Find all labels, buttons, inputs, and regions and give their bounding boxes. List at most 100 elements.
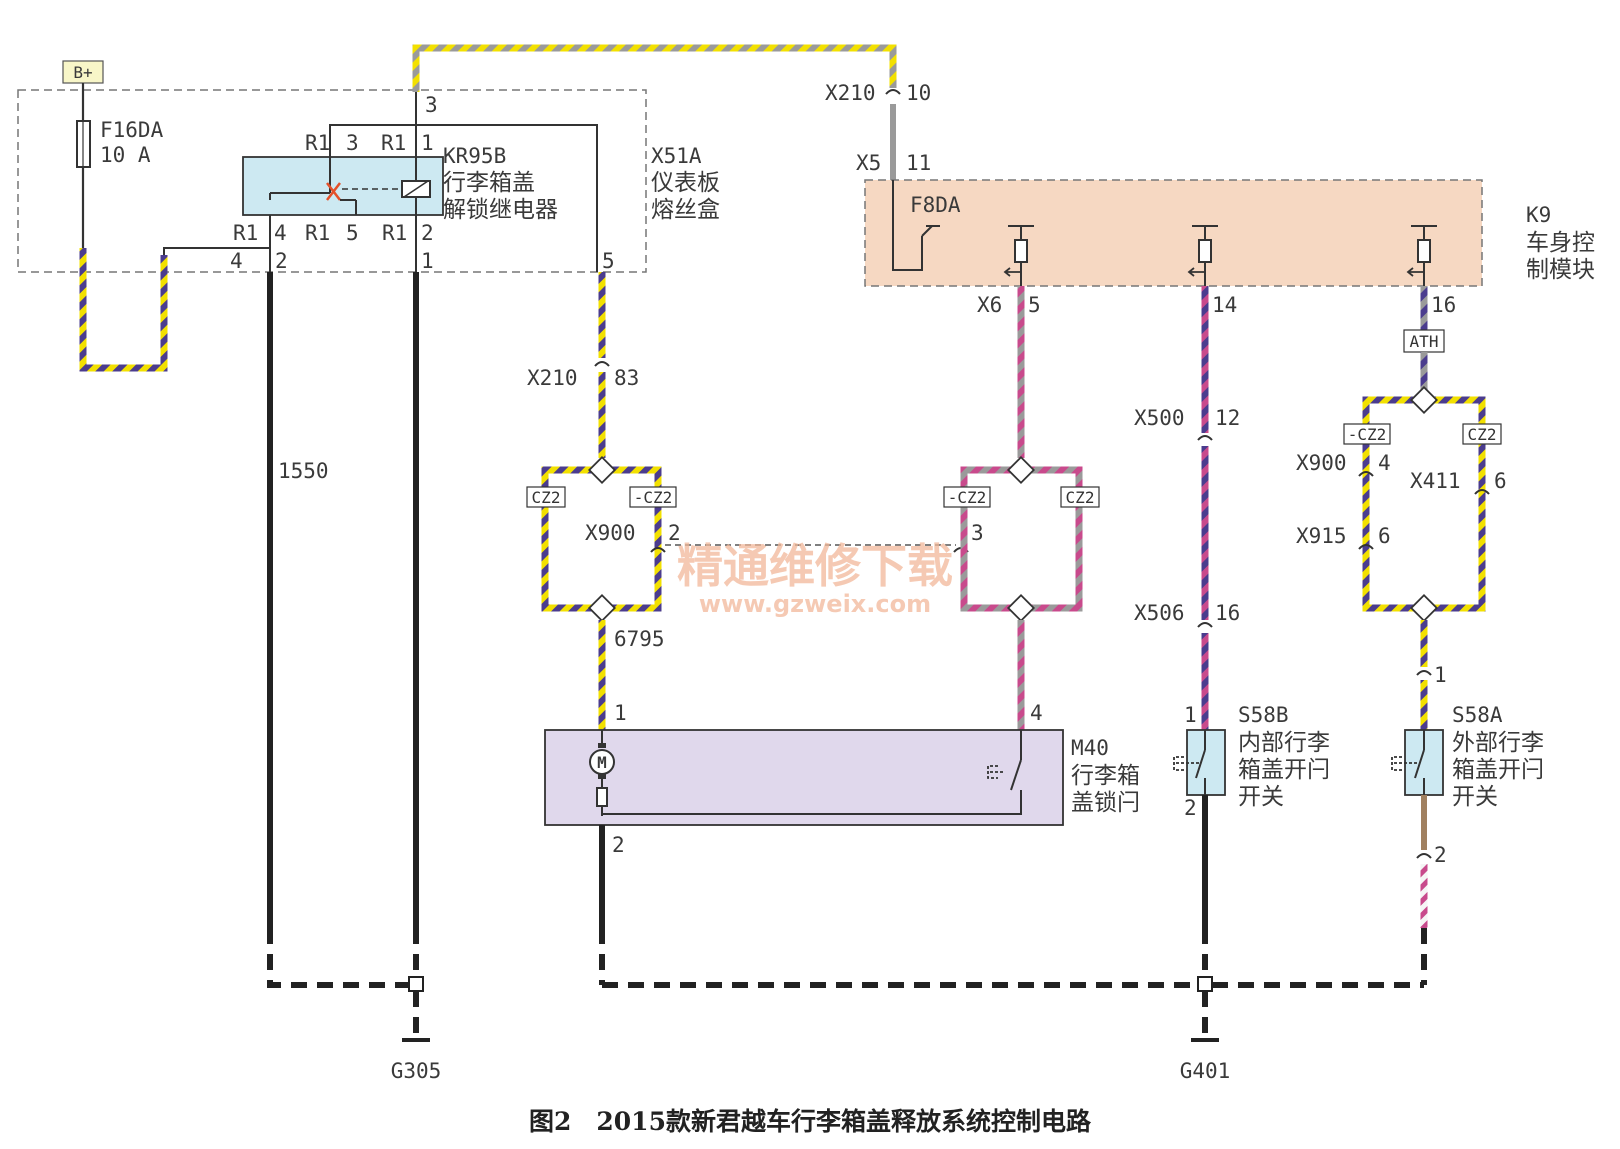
inner-trunk-switch-s58b — [1173, 729, 1226, 796]
relay-pin-3: 3 — [346, 131, 359, 155]
svg-text:-CZ2: -CZ2 — [948, 488, 987, 507]
wire-loop-left — [79, 247, 270, 372]
conn-x900-left: X900 — [585, 521, 636, 545]
circuit-6795: 6795 — [614, 627, 665, 651]
relay-pin-r1-5a: R1 — [305, 221, 330, 245]
fuse-block-id: X51A — [651, 144, 702, 168]
conn-x915: X915 — [1296, 524, 1347, 548]
motor-pin-1: 1 — [614, 701, 627, 725]
conn-x900-left-pin: 2 — [668, 521, 681, 545]
watermark-text: 精通维修下载 — [677, 539, 953, 593]
ground-splice-g401 — [599, 928, 1427, 1042]
conn-x900-r: X900 — [1296, 451, 1347, 475]
fuse-block-name-line1: 仪表板 — [651, 170, 720, 196]
fuse-rating: 10 A — [100, 143, 151, 167]
box-pin-2: 2 — [275, 249, 288, 273]
relay-pin-5: 5 — [346, 221, 359, 245]
bcm-name-line1: 车身控 — [1526, 230, 1595, 256]
conn-x900-right-pin: 3 — [971, 521, 984, 545]
tag-ath: ATH — [1403, 329, 1445, 353]
tag-neg-cz2-s58a: -CZ2 — [1343, 423, 1391, 445]
relay-kr95b — [242, 156, 444, 216]
bcm-conn-x5: X5 — [856, 151, 881, 175]
conn-x500-pin: 12 — [1215, 406, 1240, 430]
conn-x411-pin: 6 — [1494, 469, 1507, 493]
wire-x210-top — [412, 44, 897, 92]
box-pin-5: 5 — [602, 249, 615, 273]
conn-x506-pin: 16 — [1215, 601, 1240, 625]
tag-cz2-right: CZ2 — [1060, 486, 1100, 508]
bcm-name-line2: 制模块 — [1526, 257, 1595, 283]
box-pin-4: 4 — [230, 249, 243, 273]
bcm-driver-16 — [1406, 225, 1437, 286]
box-pin-3: 3 — [425, 93, 438, 117]
battery-positive-tag: B+ — [62, 60, 104, 84]
conn-x210-top: X210 — [825, 81, 876, 105]
s58b-pin-1: 1 — [1184, 703, 1197, 727]
conn-x900-r-pin: 4 — [1378, 451, 1391, 475]
option-loop-left — [541, 455, 662, 623]
conn-x500: X500 — [1134, 406, 1185, 430]
svg-text:M: M — [597, 753, 607, 772]
fuse-block-x51a — [17, 89, 647, 273]
motor-name-line2: 盖锁闩 — [1071, 790, 1140, 816]
conn-x210-mid-pin: 83 — [614, 366, 639, 390]
fuse-block-name-line2: 熔丝盒 — [651, 197, 720, 223]
bcm-id: K9 — [1526, 203, 1551, 227]
box-pin-1: 1 — [421, 249, 434, 273]
conn-x210-mid: X210 — [527, 366, 578, 390]
svg-text:CZ2: CZ2 — [1066, 488, 1095, 507]
relay-pin-1: 1 — [421, 131, 434, 155]
relay-pin-r1-1a: R1 — [381, 131, 406, 155]
conn-x915-pin: 6 — [1378, 524, 1391, 548]
bcm-pin-14: 14 — [1212, 293, 1237, 317]
fuse-f16da — [76, 120, 91, 168]
s58a-name-line1: 外部行李 — [1452, 730, 1544, 756]
svg-text:-CZ2: -CZ2 — [634, 488, 673, 507]
bcm-pin-11: 11 — [906, 151, 931, 175]
motor-id: M40 — [1071, 736, 1109, 760]
bcm-pin-5: 5 — [1028, 293, 1041, 317]
bcm-pin-16: 16 — [1431, 293, 1456, 317]
option-loop-right — [960, 455, 1083, 623]
relay-pin-r1-3a: R1 — [305, 131, 330, 155]
relay-id: KR95B — [443, 144, 506, 168]
watermark-url: www.gzweix.com — [699, 590, 931, 618]
bcm-conn-x6: X6 — [977, 293, 1002, 317]
conn-x210-top-pin: 10 — [906, 81, 931, 105]
s58b-name-line2: 箱盖开闩 — [1238, 757, 1330, 783]
tag-neg-cz2-right: -CZ2 — [943, 486, 991, 508]
s58b-name-line1: 内部行李 — [1238, 730, 1330, 756]
tag-neg-cz2-left: -CZ2 — [629, 486, 677, 508]
bcm-fuse-f8da: F8DA — [910, 193, 961, 217]
conn-x411: X411 — [1410, 469, 1461, 493]
relay-name-line2: 解锁继电器 — [443, 197, 558, 223]
s58b-pin-2: 2 — [1184, 796, 1197, 820]
ground-g305: G305 — [391, 1059, 442, 1083]
motor-pin-2: 2 — [612, 833, 625, 857]
tag-cz2-s58a: CZ2 — [1462, 423, 1502, 445]
bcm-driver-14 — [1187, 225, 1218, 286]
s58a-pin-2: 2 — [1434, 843, 1447, 867]
svg-text:CZ2: CZ2 — [532, 488, 561, 507]
trunk-lid-latch-m40: M — [544, 729, 1064, 826]
circuit-1550: 1550 — [278, 459, 329, 483]
relay-pin-r1-2a: R1 — [382, 221, 407, 245]
s58b-name-line3: 开关 — [1238, 784, 1284, 810]
relay-pin-2: 2 — [421, 221, 434, 245]
conn-x506: X506 — [1134, 601, 1185, 625]
s58b-id: S58B — [1238, 703, 1289, 727]
tag-cz2-left: CZ2 — [526, 486, 566, 508]
fuse-id: F16DA — [100, 118, 164, 142]
s58a-name-line2: 箱盖开闩 — [1452, 757, 1544, 783]
relay-pin-r1-4a: R1 — [233, 221, 258, 245]
relay-pin-4: 4 — [274, 221, 287, 245]
svg-text:ATH: ATH — [1410, 332, 1439, 351]
option-loop-s58a — [1362, 385, 1486, 623]
outer-trunk-switch-s58a — [1391, 729, 1444, 796]
figure-caption: 图2 2015款新君越车行李箱盖释放系统控制电路 — [529, 1107, 1092, 1136]
s58a-id: S58A — [1452, 703, 1503, 727]
bcm-driver-5 — [1003, 225, 1034, 286]
body-control-module-k9 — [864, 179, 1483, 287]
